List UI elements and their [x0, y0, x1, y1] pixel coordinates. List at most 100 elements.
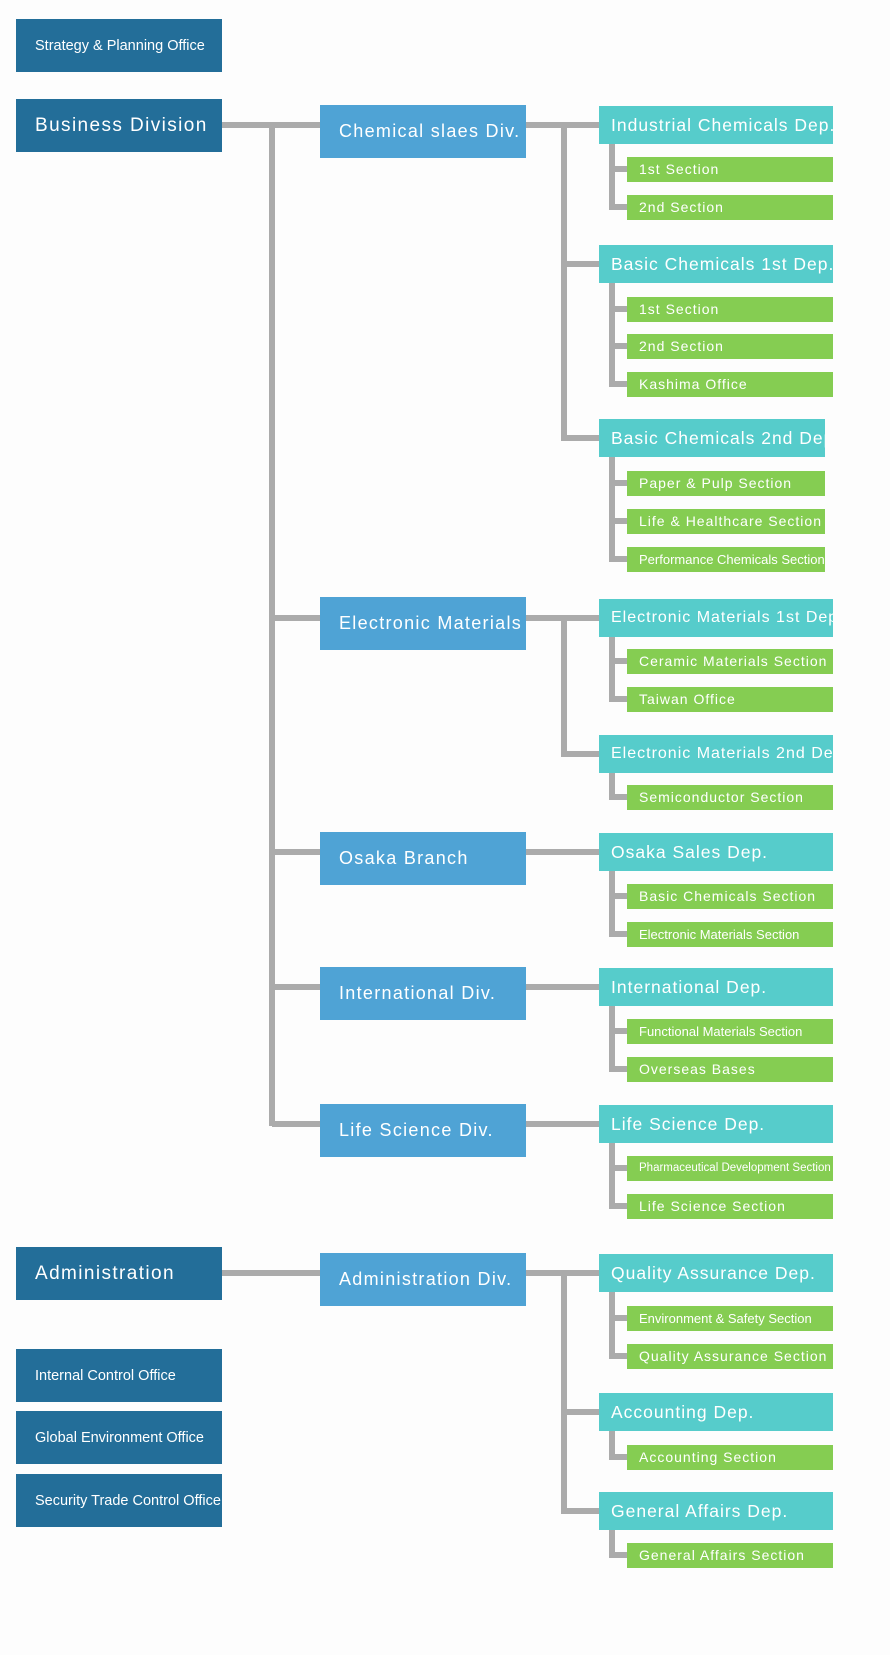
department-box-label: Basic Chemicals 2nd Dep. — [611, 427, 825, 448]
division-box-label: Administration Div. — [339, 1269, 513, 1289]
section-box-label: Quality Assurance Section — [639, 1348, 828, 1364]
office-box: Strategy & Planning Office — [16, 19, 222, 72]
department-box: Basic Chemicals 1st Dep. — [599, 245, 833, 283]
section-trunk — [609, 773, 615, 800]
department-box: General Affairs Dep. — [599, 1492, 833, 1530]
section-trunk — [609, 1143, 615, 1209]
division-connector — [272, 984, 320, 990]
department-connector — [564, 1409, 599, 1415]
department-connector — [526, 984, 599, 990]
office-box-label: Internal Control Office — [35, 1367, 176, 1384]
department-box-label: Quality Assurance Dep. — [611, 1262, 816, 1283]
section-box: 2nd Section — [627, 194, 833, 220]
section-box: Performance Chemicals Section — [627, 546, 825, 572]
group-box-label: Administration — [35, 1262, 175, 1284]
division-box-label: Chemical slaes Div. — [339, 121, 521, 141]
section-box-label: Paper & Pulp Section — [639, 475, 793, 491]
section-connector — [609, 166, 627, 172]
section-box-label: Kashima Office — [639, 376, 748, 392]
section-box: Ceramic Materials Section — [627, 648, 833, 674]
section-box: Basic Chemicals Section — [627, 883, 833, 909]
section-box: Quality Assurance Section — [627, 1343, 833, 1369]
section-trunk — [609, 1431, 615, 1460]
group-connector — [222, 122, 275, 128]
division-box: Osaka Branch — [320, 832, 526, 885]
division-box-label: Osaka Branch — [339, 848, 469, 868]
section-connector — [609, 1028, 627, 1034]
section-box: Kashima Office — [627, 371, 833, 397]
department-box: Electronic Materials 1st Dep. — [599, 599, 833, 637]
section-box-label: Performance Chemicals Section — [639, 551, 825, 567]
section-box-label: Electronic Materials Section — [639, 926, 800, 942]
department-trunk — [561, 122, 567, 441]
department-box: Electronic Materials 2nd Dep. — [599, 735, 833, 773]
department-connector — [564, 1508, 599, 1514]
section-connector — [609, 381, 627, 387]
department-box-label: International Dep. — [611, 976, 768, 997]
section-trunk — [609, 457, 615, 562]
division-box: Electronic Materials Div. — [320, 597, 526, 650]
group-trunk — [269, 122, 275, 1126]
section-connector — [609, 518, 627, 524]
section-connector — [609, 1066, 627, 1072]
section-box-label: 1st Section — [639, 161, 720, 177]
section-box: Environment & Safety Section — [627, 1305, 833, 1331]
section-trunk — [609, 1006, 615, 1072]
section-box-label: Overseas Bases — [639, 1061, 756, 1077]
department-box-label: General Affairs Dep. — [611, 1500, 789, 1521]
section-box: 1st Section — [627, 296, 833, 322]
section-box: 2nd Section — [627, 333, 833, 359]
division-connector — [272, 849, 320, 855]
division-box: Chemical slaes Div. — [320, 105, 526, 158]
group-box: Business Division — [16, 99, 222, 152]
division-box-label: Life Science Div. — [339, 1120, 494, 1140]
department-box: Industrial Chemicals Dep. — [599, 106, 833, 144]
section-box: Pharmaceutical Development Section — [627, 1155, 833, 1181]
department-trunk — [561, 1270, 567, 1514]
department-connector — [526, 1121, 599, 1127]
section-box-label: Life Science Section — [639, 1198, 786, 1214]
section-box-label: Semiconductor Section — [639, 789, 804, 805]
section-connector — [609, 480, 627, 486]
department-box: Osaka Sales Dep. — [599, 833, 833, 871]
office-box-label: Global Environment Office — [35, 1429, 204, 1446]
division-box-label: International Div. — [339, 983, 497, 1003]
section-connector — [609, 556, 627, 562]
division-connector — [222, 1270, 320, 1276]
section-box: Overseas Bases — [627, 1056, 833, 1082]
department-box-label: Electronic Materials 2nd Dep. — [611, 745, 833, 762]
division-box: Administration Div. — [320, 1253, 526, 1306]
office-box: Security Trade Control Office — [16, 1474, 222, 1527]
section-connector — [609, 696, 627, 702]
section-box: Accounting Section — [627, 1444, 833, 1470]
section-trunk — [609, 283, 615, 387]
department-box: Basic Chemicals 2nd Dep. — [599, 419, 825, 457]
section-connector — [609, 931, 627, 937]
group-box-label: Business Division — [35, 114, 208, 136]
department-connector — [564, 261, 599, 267]
department-box-label: Industrial Chemicals Dep. — [611, 114, 833, 135]
section-box: Life & Healthcare Section — [627, 508, 825, 534]
section-trunk — [609, 637, 615, 702]
office-box: Global Environment Office — [16, 1411, 222, 1464]
department-connector — [564, 435, 599, 441]
department-trunk — [561, 615, 567, 757]
group-box: Administration — [16, 1247, 222, 1300]
section-connector — [609, 794, 627, 800]
section-trunk — [609, 144, 615, 210]
section-box: Taiwan Office — [627, 686, 833, 712]
section-connector — [609, 1552, 627, 1558]
department-box-label: Basic Chemicals 1st Dep. — [611, 253, 833, 274]
section-connector — [609, 893, 627, 899]
section-trunk — [609, 871, 615, 937]
section-connector — [609, 1353, 627, 1359]
office-box-label: Security Trade Control Office — [35, 1492, 221, 1509]
department-connector — [526, 849, 599, 855]
section-connector — [609, 1203, 627, 1209]
office-box: Internal Control Office — [16, 1349, 222, 1402]
section-box-label: Ceramic Materials Section — [639, 653, 828, 669]
department-box-label: Electronic Materials 1st Dep. — [611, 609, 833, 626]
section-box-label: Functional Materials Section — [639, 1023, 803, 1039]
section-box: Life Science Section — [627, 1193, 833, 1219]
division-connector — [272, 122, 320, 128]
